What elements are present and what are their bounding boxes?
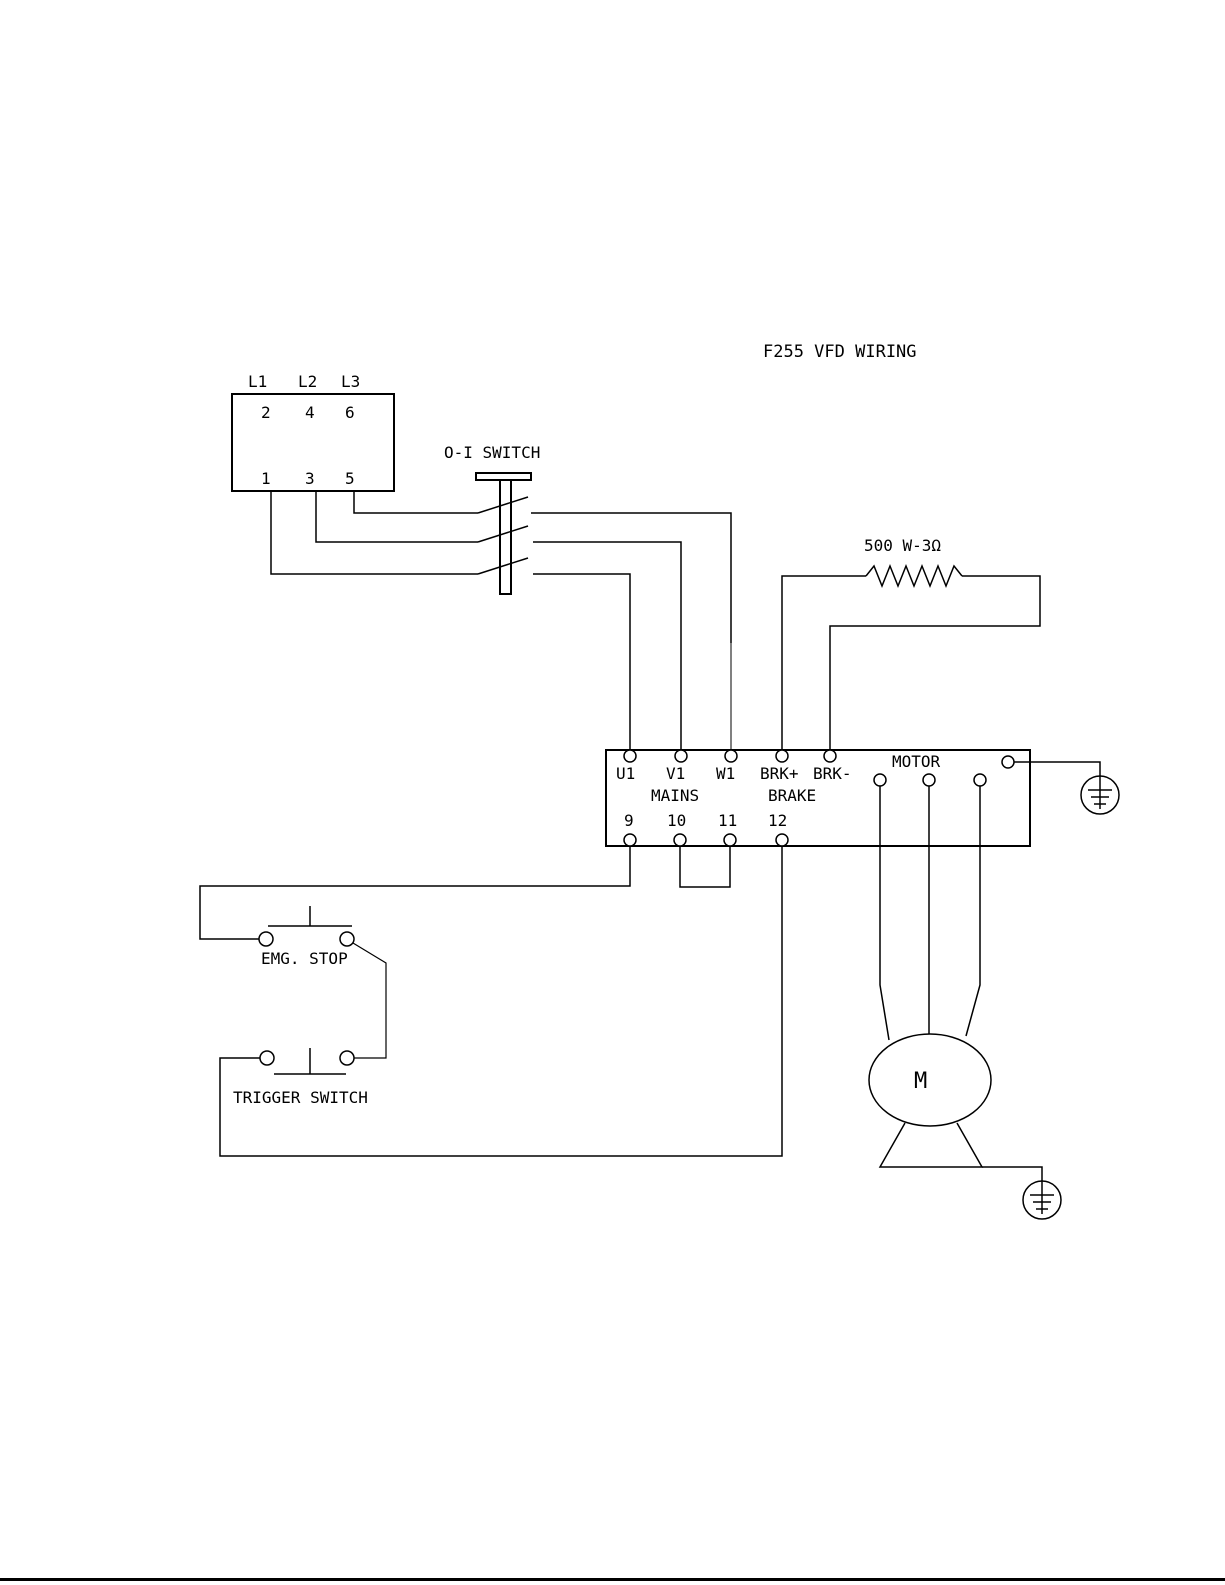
terminal-icon — [1002, 756, 1014, 768]
vfd-terminal-v1: V1 — [666, 764, 685, 783]
motor-icon — [869, 1034, 991, 1126]
vfd-terminal-12: 12 — [768, 811, 787, 830]
oi-switch-shaft — [500, 480, 511, 594]
emg-stop-switch: EMG. STOP — [259, 906, 354, 968]
line-label-l1: L1 — [248, 372, 267, 391]
vfd-terminal-brk-plus: BRK+ — [760, 764, 799, 783]
diagram-title: F255 VFD WIRING — [763, 342, 917, 362]
breaker-terminal-2: 2 — [261, 403, 271, 422]
vfd-block: U1 V1 W1 BRK+ BRK- MAINS BRAKE MOTOR 9 1… — [606, 750, 1030, 846]
terminal-icon — [776, 834, 788, 846]
terminal-icon — [675, 750, 687, 762]
breaker-terminal-4: 4 — [305, 403, 315, 422]
ground-icon — [1081, 776, 1119, 814]
motor-label: M — [914, 1069, 927, 1094]
terminal-icon — [776, 750, 788, 762]
vfd-terminal-10: 10 — [667, 811, 686, 830]
breaker-terminal-5: 5 — [345, 469, 355, 488]
control-circuit: EMG. STOP TRIGGER SWITCH — [200, 846, 782, 1156]
ground-icon — [1023, 1181, 1061, 1219]
terminal-icon — [974, 774, 986, 786]
terminal-icon — [624, 834, 636, 846]
brake-label: BRAKE — [768, 786, 816, 805]
braking-resistor: 500 W-3Ω — [782, 536, 1040, 750]
terminal-icon — [340, 1051, 354, 1065]
breaker-terminal-3: 3 — [305, 469, 315, 488]
oi-switch: O-I SWITCH — [444, 443, 540, 594]
mains-label: MAINS — [651, 786, 699, 805]
terminal-icon — [725, 750, 737, 762]
terminal-icon — [260, 1051, 274, 1065]
line-label-l3: L3 — [341, 372, 360, 391]
terminal-icon — [674, 834, 686, 846]
page-footer-rule — [0, 1578, 1225, 1581]
vfd-terminal-w1: W1 — [716, 764, 735, 783]
terminal-icon — [259, 932, 273, 946]
switch-to-vfd-wires — [531, 513, 731, 750]
trigger-switch-label: TRIGGER SWITCH — [233, 1088, 368, 1107]
terminal-icon — [874, 774, 886, 786]
motor: M — [869, 786, 1061, 1219]
breaker-terminal-6: 6 — [345, 403, 355, 422]
breaker-terminal-1: 1 — [261, 469, 271, 488]
oi-switch-label: O-I SWITCH — [444, 443, 540, 462]
vfd-terminal-u1: U1 — [616, 764, 635, 783]
terminal-icon — [724, 834, 736, 846]
terminal-icon — [824, 750, 836, 762]
line-label-l2: L2 — [298, 372, 317, 391]
resistor-label: 500 W-3Ω — [864, 536, 941, 555]
breaker-block: L1 L2 L3 2 4 6 1 3 5 — [232, 372, 394, 491]
vfd-terminal-9: 9 — [624, 811, 634, 830]
resistor-icon — [866, 566, 962, 586]
terminal-icon — [923, 774, 935, 786]
trigger-switch: TRIGGER SWITCH — [233, 1048, 368, 1107]
vfd-terminal-brk-minus: BRK- — [813, 764, 852, 783]
terminal-icon — [340, 932, 354, 946]
emg-stop-label: EMG. STOP — [261, 949, 348, 968]
breaker-to-switch-wires — [271, 491, 478, 574]
motor-output-label: MOTOR — [892, 752, 941, 771]
vfd-terminal-11: 11 — [718, 811, 737, 830]
jumper-10-11 — [680, 846, 730, 887]
terminal-icon — [624, 750, 636, 762]
switch-icon — [476, 473, 531, 480]
